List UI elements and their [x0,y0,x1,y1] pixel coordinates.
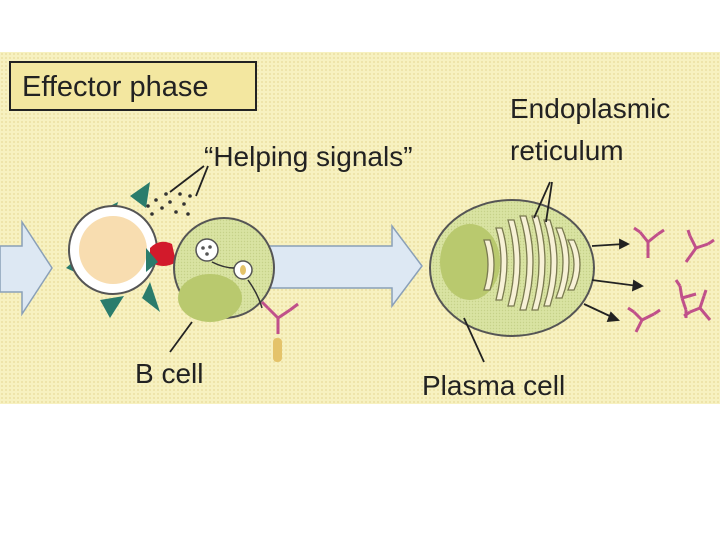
secreted-antibody [627,306,661,333]
b-cell-label: B cell [135,358,203,389]
er-pointer [533,181,551,219]
er-label-line2: reticulum [510,135,624,166]
title-box: Effector phase [9,61,257,111]
membrane-antibody [260,300,299,334]
vesicle [195,238,219,262]
plasma-cell [429,199,595,337]
helping-signal-dots [146,192,192,216]
helping-signals-label: “Helping signals” [204,141,413,172]
incoming-arrow [0,219,53,317]
mhc-spike [142,282,160,312]
helping-signal-pointer [169,165,205,193]
plasma-cell-pointer [463,317,485,363]
diagram-title: Effector phase [22,71,208,103]
plasma-cell-label: Plasma cell [422,370,565,401]
differentiation-arrow [251,223,423,309]
b-cell-nucleus [178,274,242,322]
endoplasmic-reticulum [483,215,581,311]
b-cell-pointer [169,321,193,353]
antigen-fragment [273,338,282,362]
secreted-antibody [633,226,665,258]
helping-signal-pointer [195,165,209,197]
mhc-spike [130,182,150,208]
helper-t-cell [66,182,160,318]
mhc-spike [146,248,158,272]
secreted-antibody [684,229,715,263]
mhc-spike [100,296,124,318]
b-cell [173,217,275,322]
secreted-antibody [683,289,712,321]
receptor-contact [150,241,176,266]
er-label-line1: Endoplasmic [510,93,670,124]
er-pointer [545,181,553,223]
secretion-arrows [583,238,644,323]
